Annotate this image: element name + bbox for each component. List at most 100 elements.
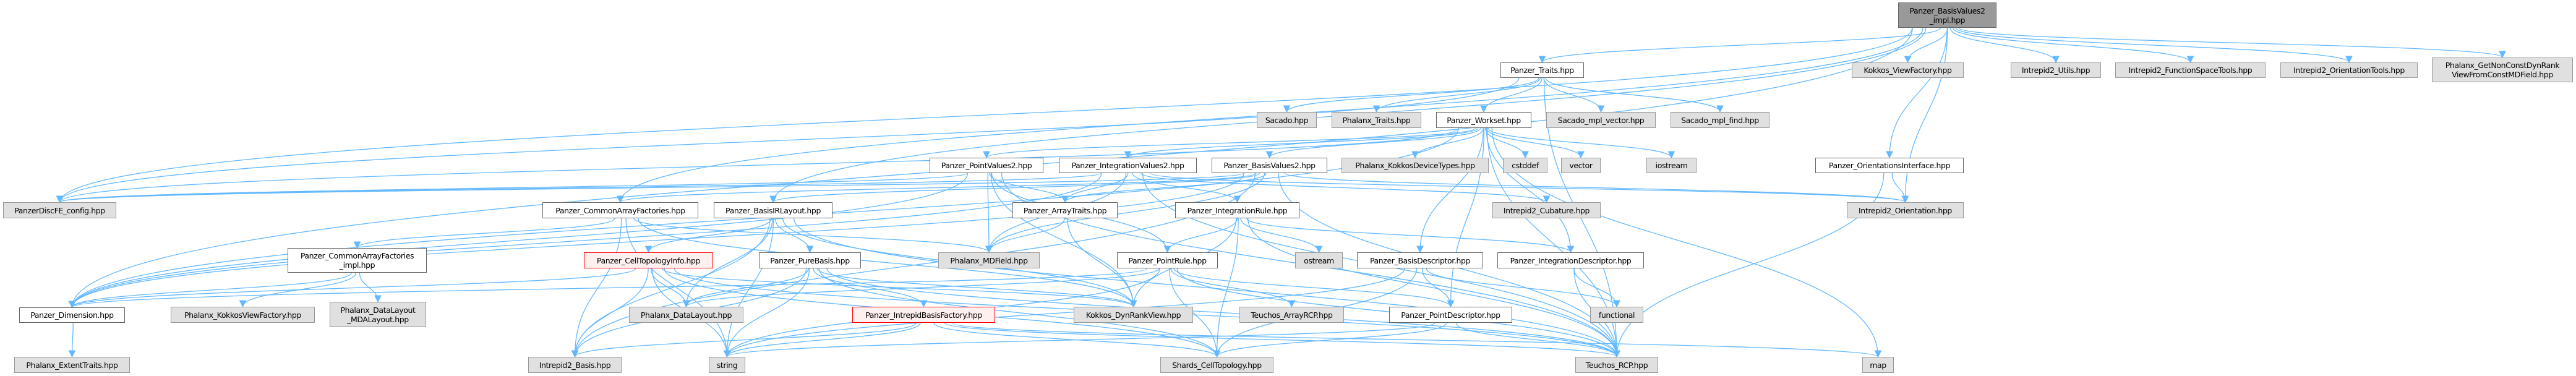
edge-pointrule-to-shards [1169, 268, 1221, 358]
node-purebasis[interactable]: Panzer_PureBasis.hpp [759, 252, 861, 268]
edge-root-to-i2fst [1952, 27, 2194, 64]
node-traits[interactable]: Panzer_Traits.hpp [1500, 62, 1584, 78]
node-label: Sacado.hpp [1265, 115, 1309, 125]
edge-intrule-to-pointrule [1163, 218, 1238, 254]
edge-birl-to-celltopo [644, 218, 772, 254]
edge-intrule-to-rcp [1247, 218, 1620, 358]
node-label: Sacado_mpl_find.hpp [1681, 115, 1759, 125]
node-label: vector [1569, 161, 1593, 170]
edge-bv2-to-caf [617, 173, 1257, 203]
node-dynrank: Kokkos_DynRankView.hpp [1074, 307, 1193, 323]
node-sacfind: Sacado_mpl_find.hpp [1671, 112, 1769, 128]
node-label: Panzer_Workset.hpp [1447, 115, 1521, 125]
node-mdfield: Phalanx_MDField.hpp [938, 252, 1040, 268]
node-label: Panzer_Traits.hpp [1510, 66, 1574, 75]
node-label: Teuchos_ArrayRCP.hpp [1251, 310, 1333, 320]
node-bv2[interactable]: Panzer_BasisValues2.hpp [1212, 158, 1327, 173]
edge-bv2-to-discfe [56, 173, 1244, 203]
edge-pv2-to-mdfield [985, 173, 993, 254]
edge-traits-to-sacvec [1543, 77, 1605, 113]
node-label: Panzer_IntrepidBasisFactory.hpp [865, 310, 982, 320]
node-label: Panzer_CellTopologyInfo.hpp [596, 255, 701, 265]
node-ibfactory[interactable]: Panzer_IntrepidBasisFactory.hpp [852, 307, 995, 323]
edge-traits-to-sacfind [1545, 77, 1724, 113]
node-label: Panzer_PointRule.hpp [1128, 255, 1207, 265]
node-i2ot: Intrepid2_OrientationTools.hpp [2280, 62, 2418, 78]
edge-purebasis-to-dynrank [816, 268, 1137, 308]
node-label: Panzer_IntegrationRule.hpp [1187, 205, 1288, 215]
node-pointdesc[interactable]: Panzer_PointDescriptor.hpp [1389, 307, 1512, 323]
node-map: map [1862, 357, 1894, 373]
edge-purebasis-to-shards [818, 268, 1221, 358]
edge-celltopo-to-dimension [68, 268, 636, 309]
node-label: Phalanx_DataLayout _MDALayout.hpp [340, 305, 416, 324]
node-label: map [1870, 360, 1886, 370]
edge-birl-to-rcp [794, 218, 1620, 358]
node-workset[interactable]: Panzer_Workset.hpp [1436, 112, 1531, 128]
node-label: functional [1598, 310, 1635, 320]
node-label: iostream [1655, 161, 1688, 170]
node-basisdesc[interactable]: Panzer_BasisDescriptor.hpp [1357, 252, 1483, 268]
edge-birl-to-purebasis [774, 218, 814, 254]
edge-intrule-to-ostream [1240, 218, 1323, 254]
edge-bv2-to-i2orient [1285, 173, 1909, 203]
edge-pointdesc-to-string [724, 322, 1436, 358]
node-label: Intrepid2_FunctionSpaceTools.hpp [2128, 66, 2253, 75]
node-label: Phalanx_MDField.hpp [950, 255, 1028, 265]
edge-iv2-to-intrule [1132, 173, 1241, 203]
edge-iv2-to-i2orient [1150, 173, 1909, 203]
node-rcp: Teuchos_RCP.hpp [1575, 357, 1658, 373]
node-pointrule[interactable]: Panzer_PointRule.hpp [1117, 252, 1218, 268]
node-intrule[interactable]: Panzer_IntegrationRule.hpp [1175, 202, 1299, 218]
edge-workset-to-vector [1486, 127, 1585, 159]
edge-celltopo-to-i2basis [571, 268, 649, 358]
node-label: Sacado_mpl_vector.hpp [1557, 115, 1645, 125]
node-cafimpl[interactable]: Panzer_CommonArrayFactories _impl.hpp [288, 248, 427, 273]
edge-traits-to-workset [1480, 77, 1543, 113]
edge-bv2-to-arraytraits [1061, 173, 1267, 203]
edge-bv2-to-birl [769, 173, 1260, 203]
edge-traits-to-phxtraits [1372, 77, 1541, 113]
node-discfe: PanzerDiscFE_config.hpp [3, 202, 116, 218]
edge-iv2-to-i2cub [1140, 173, 1551, 203]
edge-basisdesc-to-functional [1426, 268, 1620, 308]
node-root[interactable]: Panzer_BasisValues2 _impl.hpp [1898, 2, 1996, 28]
node-label: Panzer_BasisIRLayout.hpp [725, 205, 821, 215]
node-label: Kokkos_ViewFactory.hpp [1864, 66, 1952, 75]
edge-pointdesc-to-rcp [1455, 322, 1620, 358]
edge-traits-to-discfe [56, 77, 1520, 203]
node-pv2[interactable]: Panzer_PointValues2.hpp [930, 158, 1043, 173]
node-i2fst: Intrepid2_FunctionSpaceTools.hpp [2115, 62, 2266, 78]
edge-orientif-to-rcp [1613, 173, 1885, 358]
node-extent: Phalanx_ExtentTraits.hpp [14, 357, 130, 373]
node-celltopo[interactable]: Panzer_CellTopologyInfo.hpp [584, 252, 713, 268]
edge-workset-to-basisdesc [1416, 127, 1484, 254]
node-shards: Shards_CellTopology.hpp [1160, 357, 1273, 373]
node-kvf: Kokkos_ViewFactory.hpp [1852, 62, 1964, 78]
node-label: Panzer_Dimension.hpp [30, 310, 114, 320]
edge-caf-to-dynrank [638, 218, 1137, 308]
edge-pointdesc-to-shards [1213, 322, 1447, 358]
node-label: Phalanx_ExtentTraits.hpp [26, 360, 118, 370]
node-i2cub: Intrepid2_Cubature.hpp [1492, 202, 1601, 218]
node-dimension[interactable]: Panzer_Dimension.hpp [19, 307, 125, 323]
node-caf[interactable]: Panzer_CommonArrayFactories.hpp [542, 202, 698, 218]
edge-pointrule-to-datalayout [682, 268, 1160, 308]
node-i2utils: Intrepid2_Utils.hpp [2011, 62, 2101, 78]
edge-ibfactory-to-rcp [944, 322, 1620, 358]
node-sacado: Sacado.hpp [1257, 112, 1317, 128]
node-iv2[interactable]: Panzer_IntegrationValues2.hpp [1059, 158, 1197, 173]
edge-ibfactory-to-string [723, 322, 921, 358]
edge-basisdesc-to-pointdesc [1422, 268, 1455, 308]
node-orientif[interactable]: Panzer_OrientationsInterface.hpp [1815, 158, 1964, 173]
node-intdesc[interactable]: Panzer_IntegrationDescriptor.hpp [1497, 252, 1644, 268]
edge-root-to-phxgnc [1958, 27, 2506, 59]
node-phxkvf: Phalanx_KokkosViewFactory.hpp [171, 307, 315, 323]
edge-caf-to-mdfield [633, 218, 993, 254]
edge-purebasis-to-string [723, 268, 810, 358]
node-arraytraits[interactable]: Panzer_ArrayTraits.hpp [1012, 202, 1118, 218]
edge-intdesc-to-functional [1573, 268, 1620, 308]
node-birl[interactable]: Panzer_BasisIRLayout.hpp [714, 202, 832, 218]
node-label: Teuchos_RCP.hpp [1585, 360, 1648, 370]
